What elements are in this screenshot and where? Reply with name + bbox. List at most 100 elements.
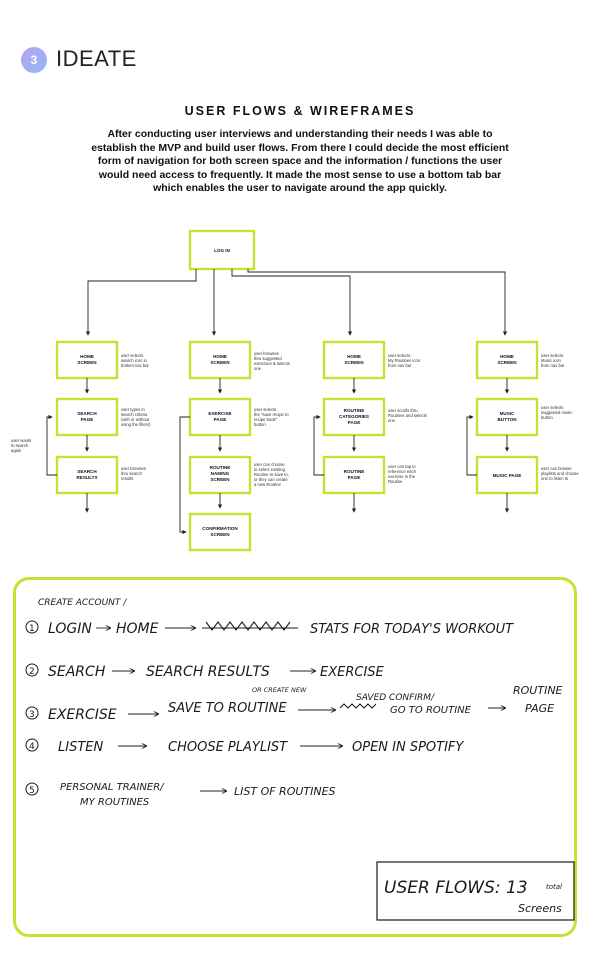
svg-text:LIST OF ROUTINES: LIST OF ROUTINES xyxy=(234,785,336,798)
flow-column-exercise: HOME SCREEN EXERCISE PAGE ROUTINE NAMING… xyxy=(179,340,290,552)
svg-text:Routines and selects: Routines and selects xyxy=(388,413,427,418)
svg-text:SCREEN: SCREEN xyxy=(210,360,230,365)
svg-text:PAGE: PAGE xyxy=(525,702,554,715)
connector-login-col3 xyxy=(231,269,353,336)
svg-text:bottom nav bar: bottom nav bar xyxy=(121,363,150,368)
svg-text:SCREEN: SCREEN xyxy=(77,360,97,365)
svg-text:search criteria: search criteria xyxy=(121,412,148,417)
svg-text:recipe book": recipe book" xyxy=(254,417,278,422)
svg-text:from nav bar: from nav bar xyxy=(388,363,412,368)
svg-text:OPEN IN SPOTIFY: OPEN IN SPOTIFY xyxy=(352,740,464,755)
home-screen-box: HOME SCREEN xyxy=(188,340,252,380)
svg-text:EXERCISE: EXERCISE xyxy=(320,665,385,680)
svg-text:search icon in: search icon in xyxy=(121,358,148,363)
svg-text:EXERCISE: EXERCISE xyxy=(208,411,231,416)
svg-text:4: 4 xyxy=(29,742,35,752)
svg-text:to search: to search xyxy=(11,443,29,448)
svg-text:HOME: HOME xyxy=(80,354,94,359)
svg-text:exercises & selects: exercises & selects xyxy=(254,361,290,366)
svg-text:user selects: user selects xyxy=(388,353,410,358)
routine-categories-page-box: ROUTINE CATEGORIES PAGE xyxy=(322,397,386,437)
sketch-row-3: 3 EXERCISE OR CREATE NEW SAVE TO ROUTINE… xyxy=(25,684,563,723)
svg-text:3: 3 xyxy=(29,710,35,720)
svg-text:Routine: Routine xyxy=(388,479,403,484)
flow-column-search: HOME SCREEN SEARCH PAGE SEARCH RESULTS u… xyxy=(11,340,151,513)
svg-text:PAGE: PAGE xyxy=(348,420,361,425)
svg-text:a new Routine: a new Routine xyxy=(254,482,281,487)
svg-text:SCREEN: SCREEN xyxy=(210,477,230,482)
svg-text:BUTTON: BUTTON xyxy=(497,417,517,422)
svg-text:user wants: user wants xyxy=(11,438,31,443)
svg-text:Routine to save to,: Routine to save to, xyxy=(254,472,289,477)
svg-text:SEARCH: SEARCH xyxy=(77,411,97,416)
sketch-header: CREATE ACCOUNT / xyxy=(38,598,127,608)
home-screen-box: HOME SCREEN xyxy=(475,340,539,380)
svg-text:ROUTINE: ROUTINE xyxy=(344,408,365,413)
section-number-badge: 3 xyxy=(21,47,47,73)
svg-text:user scrolls thru: user scrolls thru xyxy=(388,408,418,413)
intro-paragraph: After conducting user interviews and und… xyxy=(91,128,509,194)
routine-naming-screen-box: ROUTINE NAMING SCREEN xyxy=(188,455,252,495)
svg-text:suggested music: suggested music xyxy=(541,410,572,415)
svg-text:RESULTS: RESULTS xyxy=(76,475,97,480)
svg-text:results: results xyxy=(121,476,133,481)
home-screen-box: HOME SCREEN xyxy=(55,340,119,380)
svg-text:GO TO ROUTINE: GO TO ROUTINE xyxy=(390,705,472,716)
svg-text:button: button xyxy=(254,422,266,427)
connector-login-col4 xyxy=(247,269,508,336)
svg-text:user browses: user browses xyxy=(121,466,146,471)
svg-text:SCREEN: SCREEN xyxy=(497,360,517,365)
summary-box: USER FLOWS: 13 total Screens xyxy=(376,861,575,921)
svg-text:user selects: user selects xyxy=(121,353,143,358)
svg-text:reference each: reference each xyxy=(388,469,417,474)
svg-text:ROUTINE: ROUTINE xyxy=(513,684,563,697)
svg-text:MUSIC PAGE: MUSIC PAGE xyxy=(493,473,522,478)
scribble xyxy=(202,621,298,631)
svg-text:SCREEN: SCREEN xyxy=(210,532,230,537)
svg-text:from nav bar: from nav bar xyxy=(541,363,565,368)
svg-text:Music icon: Music icon xyxy=(541,358,561,363)
svg-text:SCREEN: SCREEN xyxy=(344,360,364,365)
svg-text:user selects: user selects xyxy=(254,407,276,412)
svg-text:1: 1 xyxy=(29,624,35,634)
sketch-row-5: 5 PERSONAL TRAINER/ MY ROUTINES LIST OF … xyxy=(25,782,336,808)
svg-text:PAGE: PAGE xyxy=(348,475,361,480)
svg-text:MY ROUTINES: MY ROUTINES xyxy=(80,797,150,808)
sketch-row-4: 4 LISTEN CHOOSE PLAYLIST OPEN IN SPOTIFY xyxy=(25,738,464,755)
svg-text:user can browse: user can browse xyxy=(541,466,572,471)
login-label: LOG IN xyxy=(214,248,231,253)
svg-text:user can choose: user can choose xyxy=(254,462,285,467)
svg-text:PAGE: PAGE xyxy=(81,417,94,422)
svg-text:one: one xyxy=(254,366,262,371)
svg-text:Screens: Screens xyxy=(518,902,562,915)
svg-text:SAVED CONFIRM/: SAVED CONFIRM/ xyxy=(356,693,435,703)
section-title: IDEATE xyxy=(56,46,137,71)
svg-text:(with or without: (with or without xyxy=(121,417,150,422)
svg-text:2: 2 xyxy=(29,667,35,677)
home-screen-box: HOME SCREEN xyxy=(322,340,386,380)
svg-text:the "save recipe to: the "save recipe to xyxy=(254,412,289,417)
svg-text:again: again xyxy=(11,448,22,453)
svg-text:to select existing: to select existing xyxy=(254,467,286,472)
login-box: LOG IN xyxy=(188,229,256,271)
svg-text:LOGIN: LOGIN xyxy=(48,621,92,637)
svg-text:playlists and choose: playlists and choose xyxy=(541,471,579,476)
svg-text:OR CREATE NEW: OR CREATE NEW xyxy=(252,686,307,694)
svg-text:total: total xyxy=(546,883,562,891)
confirmation-screen-box: CONFIRMATION SCREEN xyxy=(188,512,252,552)
svg-text:STATS FOR TODAY'S WORKOUT: STATS FOR TODAY'S WORKOUT xyxy=(310,622,514,637)
svg-text:CONFIRMATION: CONFIRMATION xyxy=(202,526,238,531)
svg-text:PERSONAL TRAINER/: PERSONAL TRAINER/ xyxy=(60,782,165,793)
sketch-row-2: 2 SEARCH SEARCH RESULTS EXERCISE xyxy=(25,663,385,680)
svg-text:5: 5 xyxy=(29,786,35,796)
music-button-box: MUSIC BUTTON xyxy=(475,397,539,437)
svg-text:MUSIC: MUSIC xyxy=(500,411,515,416)
svg-text:HOME: HOME xyxy=(116,621,159,637)
scribble xyxy=(339,703,377,709)
sketch-card xyxy=(13,577,577,937)
loop-arrow xyxy=(46,414,57,476)
svg-text:LISTEN: LISTEN xyxy=(58,740,103,755)
svg-text:SEARCH: SEARCH xyxy=(77,469,97,474)
page-heading: USER FLOWS & WIREFRAMES xyxy=(184,104,416,118)
